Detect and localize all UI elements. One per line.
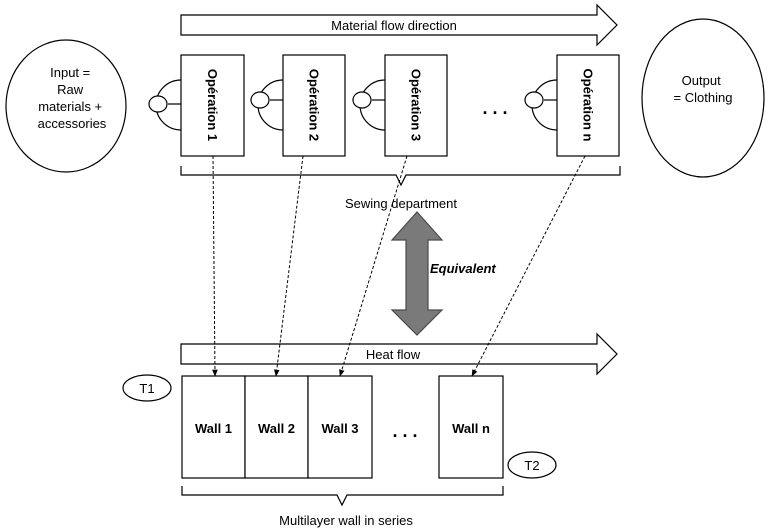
wall-layer: Wall 2 [244, 375, 309, 479]
equivalent-label: Equivalent [430, 261, 496, 276]
operation-port-icon [148, 95, 168, 113]
wall-label: Wall n [452, 421, 490, 436]
output-label: Output = Clothing [674, 73, 733, 105]
output-line: Output [682, 73, 721, 88]
mapping-arrow [212, 155, 218, 377]
mapping-arrow [339, 155, 408, 377]
input-line: Input = [50, 65, 90, 80]
wall-layer: Wall 3 [307, 375, 373, 479]
operation-label: Opération 1 [205, 69, 220, 141]
operation-box: Opération 1 [148, 54, 245, 157]
operation-port-icon [524, 91, 544, 109]
operation-label: Opération 2 [307, 69, 322, 141]
input-node: Input = Raw materials + accessories [5, 39, 127, 173]
wall-label: Wall 3 [321, 421, 358, 436]
multilayer-wall-label: Multilayer wall in series [279, 513, 413, 528]
operation-box: Opération 3 [352, 54, 448, 157]
wall-label: Wall 2 [258, 421, 295, 436]
output-node: Output = Clothing [641, 18, 765, 178]
wall-label: Wall 1 [195, 421, 232, 436]
wall-layer: Wall n [438, 375, 504, 479]
sewing-brace: Sewing department [180, 166, 621, 211]
heat-flow-label: Heat flow [366, 347, 421, 362]
mapping-arrows [212, 155, 586, 377]
t2-label: T2 [524, 458, 539, 473]
input-line: Raw [57, 82, 84, 97]
walls-ellipsis: . . . [392, 421, 417, 441]
operation-label: Opération 3 [409, 69, 424, 141]
operation-box: Opération 2 [250, 54, 346, 157]
mapping-arrow [273, 155, 304, 377]
t2-badge: T2 [507, 451, 557, 479]
operations-ellipsis: . . . [482, 98, 507, 118]
input-line: materials + [38, 99, 102, 114]
sewing-department-label: Sewing department [345, 196, 457, 211]
material-flow-arrow: Material flow direction [180, 3, 618, 47]
t1-badge: T1 [122, 374, 172, 402]
operation-port-icon [250, 91, 270, 109]
wall-layer: Wall 1 [181, 375, 246, 479]
mapping-arrow [471, 155, 586, 377]
input-label: Input = Raw materials + accessories [38, 65, 107, 131]
operation-box: Opération n [524, 54, 620, 157]
multilayer-brace: Multilayer wall in series [181, 486, 504, 528]
heat-flow-arrow: Heat flow [180, 332, 618, 376]
operation-port-icon [352, 91, 372, 109]
operation-label: Opération n [581, 69, 596, 142]
equivalence-double-arrow [390, 211, 444, 336]
output-line: = Clothing [674, 90, 733, 105]
input-line: accessories [38, 116, 107, 131]
t1-label: T1 [139, 381, 154, 396]
material-flow-label: Material flow direction [331, 18, 457, 33]
